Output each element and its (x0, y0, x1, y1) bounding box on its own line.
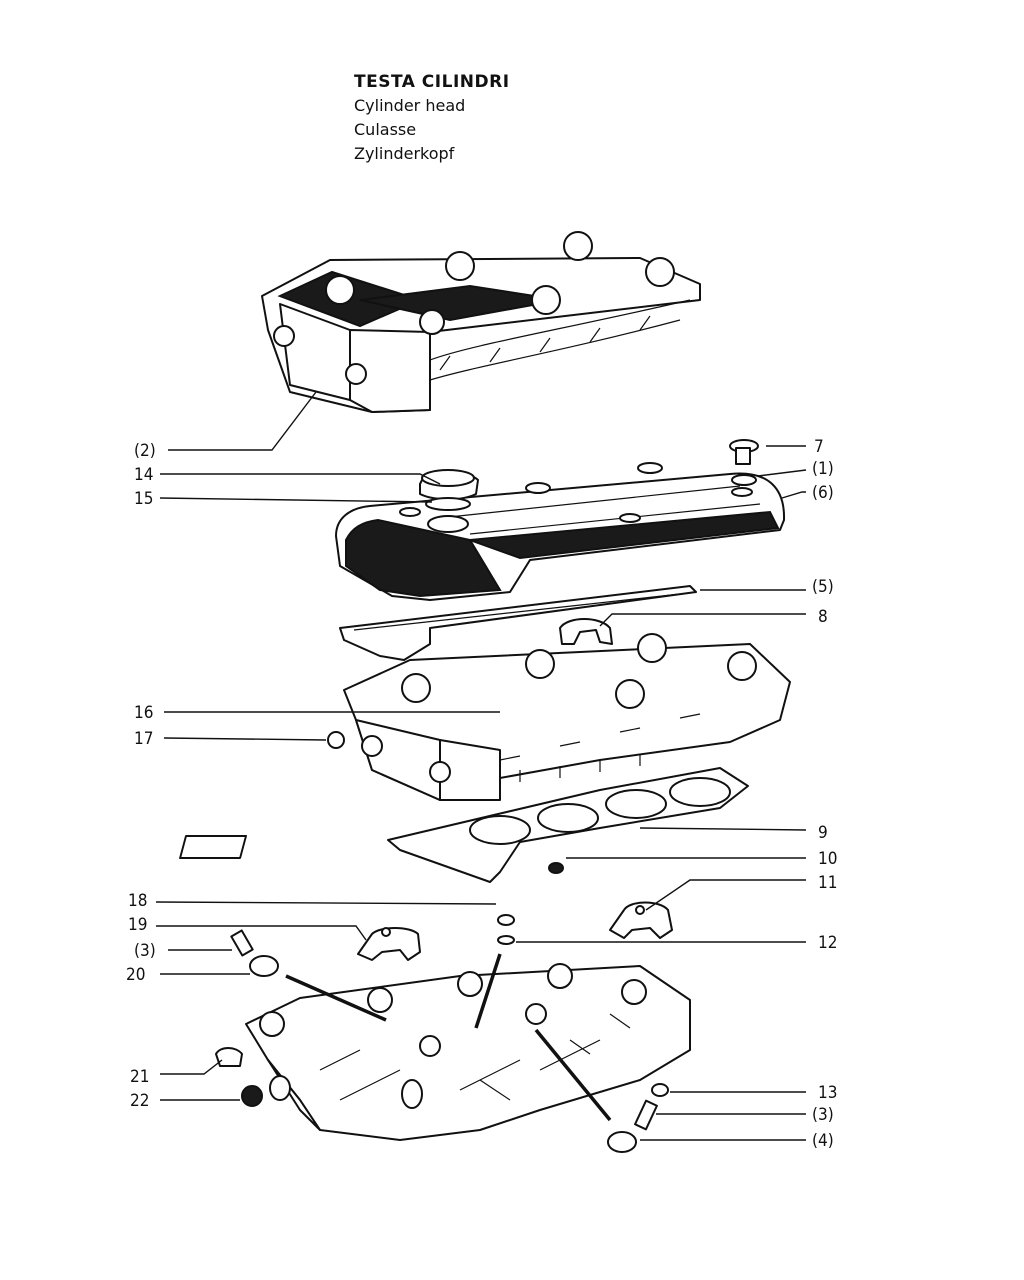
cover-nut-7 (729, 439, 759, 465)
callout-22: 22 (130, 1091, 149, 1111)
callout-6: (6) (812, 483, 834, 503)
title-german: Zylinderkopf (354, 144, 455, 163)
leader-lines (155, 391, 807, 1141)
cylinder-head-bottom (245, 963, 691, 1141)
washer-1b (731, 487, 753, 497)
callout-5: (5) (812, 577, 834, 597)
callout-8: 8 (818, 607, 828, 627)
filler-neck (427, 515, 469, 533)
callout-18: 18 (128, 891, 147, 911)
callout-labels: (2) 14 15 7 (1) (6) (5) 8 16 17 9 10 11 … (126, 437, 837, 1151)
valve-guide-left (230, 929, 254, 957)
nut-13 (651, 1083, 669, 1097)
callout-7: 7 (814, 437, 824, 457)
cap-gasket (425, 497, 471, 511)
title-french: Culasse (354, 120, 417, 139)
seal-ring-4 (607, 1131, 637, 1153)
callout-1: (1) (812, 459, 834, 479)
callout-10: 10 (818, 849, 837, 869)
washer-18 (497, 914, 515, 926)
callout-19: 19 (128, 915, 147, 935)
callout-15: 15 (134, 489, 153, 509)
callout-12: 12 (818, 933, 837, 953)
callout-9: 9 (818, 823, 828, 843)
assembly-arrows (285, 953, 612, 1122)
seal-ring-20 (249, 955, 279, 977)
washer-1 (731, 474, 757, 486)
valve-guide-right (634, 1099, 658, 1131)
callout-14: 14 (134, 465, 153, 485)
callout-17: 17 (134, 729, 153, 749)
plug-17 (327, 731, 345, 749)
callout-13: 13 (818, 1083, 837, 1103)
callout-3-left: (3) (134, 941, 156, 961)
cam-cover (335, 462, 786, 601)
callout-16: 16 (134, 703, 153, 723)
bearing-cap-19 (357, 927, 421, 961)
bearing-cap-11 (609, 901, 673, 939)
cylinder-head-middle (327, 633, 791, 801)
callout-20: 20 (126, 965, 145, 985)
head-gasket (179, 767, 749, 883)
half-moon-plug-21 (215, 1047, 243, 1067)
plug-22 (241, 1085, 263, 1107)
oil-filler-cap (419, 469, 479, 501)
title-block: TESTA CILINDRI Cylinder head Culasse Zyl… (354, 70, 510, 166)
callout-3-right: (3) (812, 1105, 834, 1125)
washer-12 (497, 935, 515, 945)
callout-11: 11 (818, 873, 837, 893)
title-italian: TESTA CILINDRI (354, 72, 510, 92)
cylinder-head-assembly (261, 231, 701, 413)
bracket-8 (559, 618, 613, 645)
cover-gasket (339, 585, 697, 661)
title-english: Cylinder head (354, 96, 466, 115)
callout-4: (4) (812, 1131, 834, 1151)
callout-2: (2) (134, 441, 156, 461)
callout-21: 21 (130, 1067, 149, 1087)
plug-10 (548, 862, 564, 874)
